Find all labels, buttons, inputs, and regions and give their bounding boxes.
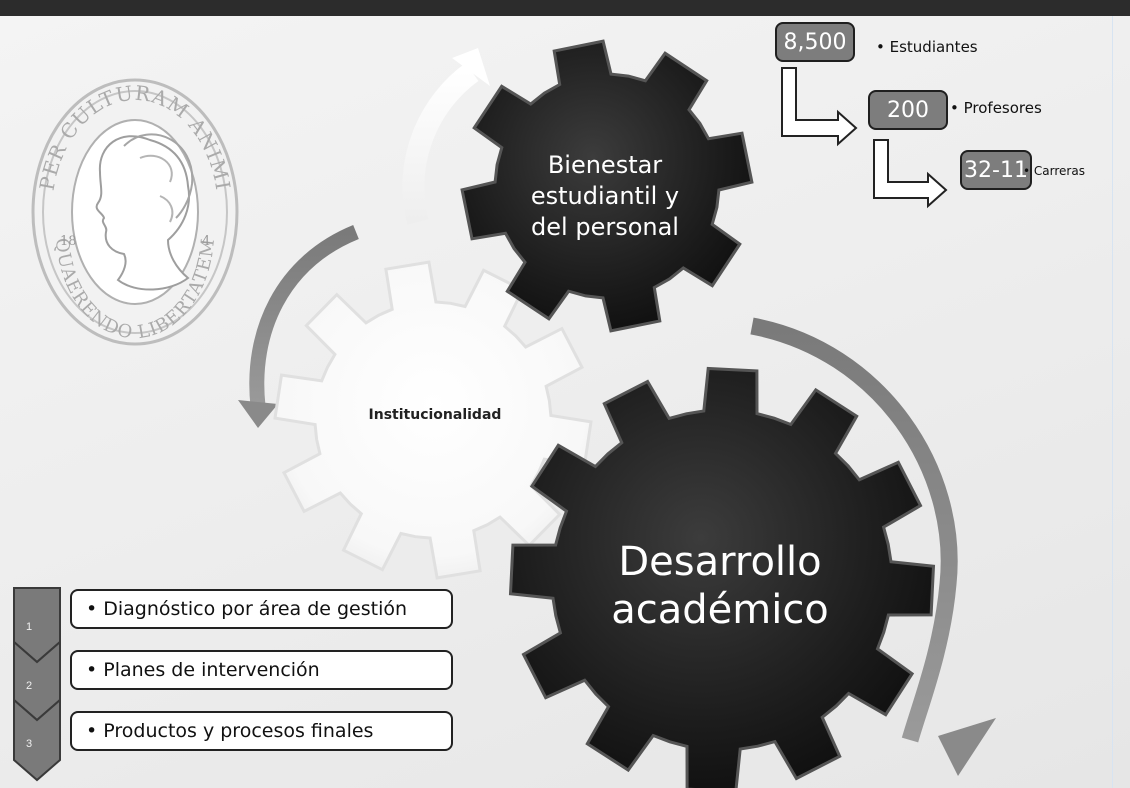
- right-cycle-arrow: [750, 317, 958, 743]
- stat-box-carreras: 32-11: [960, 150, 1032, 190]
- left-arrow-head: [238, 400, 278, 428]
- gearDes-shape: [508, 366, 936, 788]
- gear-institucionalidad: [273, 260, 593, 580]
- step-productos: • Productos y procesos finales: [70, 711, 453, 751]
- step-number-3: 3: [25, 738, 33, 750]
- gearInst-shape: [273, 260, 593, 580]
- gear-bienestar: [460, 39, 754, 333]
- seal-year-left: 18: [60, 234, 77, 249]
- top-cycle-arrow: [402, 63, 479, 225]
- left-cycle-arrow: [249, 225, 359, 407]
- university-seal: PER CULTURAM ANIMI QUAERENDO LIBERTATEM …: [31, 78, 239, 346]
- stat-label-estudiantes: • Estudiantes: [876, 38, 978, 56]
- gear-label-desarrollo: Desarrollo académico: [611, 539, 829, 633]
- stat-box-profesores: 200: [868, 90, 948, 130]
- right-edge-line: [1112, 16, 1113, 788]
- step-number-1: 1: [25, 621, 33, 633]
- step-number-2: 2: [25, 680, 33, 692]
- gear-desarrollo: [508, 366, 936, 788]
- step-planes: • Planes de intervención: [70, 650, 453, 690]
- step-diagnostico: • Diagnóstico por área de gestión: [70, 589, 453, 629]
- top-bar: [0, 0, 1130, 16]
- right-arrow-head: [938, 718, 996, 776]
- stat-label-profesores: • Profesores: [950, 99, 1042, 117]
- gear-label-bienestar: Bienestar estudiantil y del personal: [530, 151, 680, 241]
- stat-label-carreras: • Carreras: [1023, 164, 1085, 178]
- top-arrow-head: [452, 48, 490, 86]
- step-chevrons: [13, 587, 61, 782]
- stat-box-estudiantes: 8,500: [775, 22, 855, 62]
- seal-year-right: 4: [202, 234, 210, 249]
- gearBien-shape: [460, 39, 754, 333]
- gear-label-institucionalidad: Institucionalidad: [368, 407, 502, 423]
- stats-connector-arrows: [781, 67, 948, 209]
